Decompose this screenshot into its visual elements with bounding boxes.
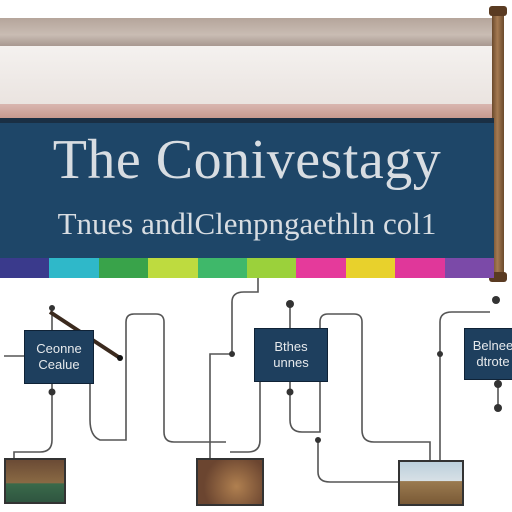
color-strip-segment (247, 258, 297, 278)
color-strip-segment (98, 258, 149, 278)
node-label: Cealue (38, 357, 80, 372)
color-strip-segment (345, 258, 396, 278)
diagram-node: Ceonne Cealue (24, 330, 94, 384)
landscape-thumb-right (398, 460, 464, 506)
color-strip-segment (148, 258, 198, 278)
node-label: Ceonne (36, 341, 82, 356)
connector-line (289, 304, 431, 460)
connector-node (286, 300, 294, 308)
color-strip-segment (49, 258, 99, 278)
scroll-rod-cap-bottom (489, 272, 507, 282)
scroll-under-band (0, 104, 496, 118)
color-strip-segment (0, 258, 50, 278)
scroll-banner-paper (0, 46, 496, 112)
color-strip-segment (296, 258, 346, 278)
connector-node (48, 388, 56, 396)
node-label: Bthes (274, 339, 308, 354)
diagram-node: Bthes unnes (254, 328, 328, 382)
connector-line (231, 278, 259, 354)
diagram-subtitle: Tnues andlClenpngaethln col1 (57, 206, 437, 241)
landscape-thumb-middle (196, 458, 264, 506)
connector-node (49, 305, 55, 311)
color-strip-segment (197, 258, 248, 278)
diagram-node: Belnee dtrote (464, 328, 512, 380)
node-label: unnes (273, 355, 309, 370)
connector-node (315, 437, 321, 443)
scroll-rod (492, 8, 504, 278)
scroll-rod-cap-top (489, 6, 507, 16)
connector-node (494, 404, 502, 412)
connector-node (494, 380, 502, 388)
connector-line (89, 313, 226, 443)
node-label: Belnee (472, 338, 512, 353)
connector-line (230, 380, 261, 453)
connector-node (286, 388, 294, 396)
connector-line (317, 440, 400, 483)
connector-node (229, 351, 235, 357)
connector-line (439, 311, 490, 354)
color-strip-segment (444, 258, 495, 278)
connector-node (437, 351, 443, 357)
connector-line (13, 308, 53, 460)
pointer-tip (117, 355, 123, 361)
color-strip (0, 258, 495, 278)
color-strip-segment (395, 258, 445, 278)
connector-node (492, 296, 500, 304)
landscape-thumb-left (4, 458, 66, 504)
diagram-title: The Conivestagy (52, 129, 442, 191)
node-label: dtrote (476, 354, 510, 369)
